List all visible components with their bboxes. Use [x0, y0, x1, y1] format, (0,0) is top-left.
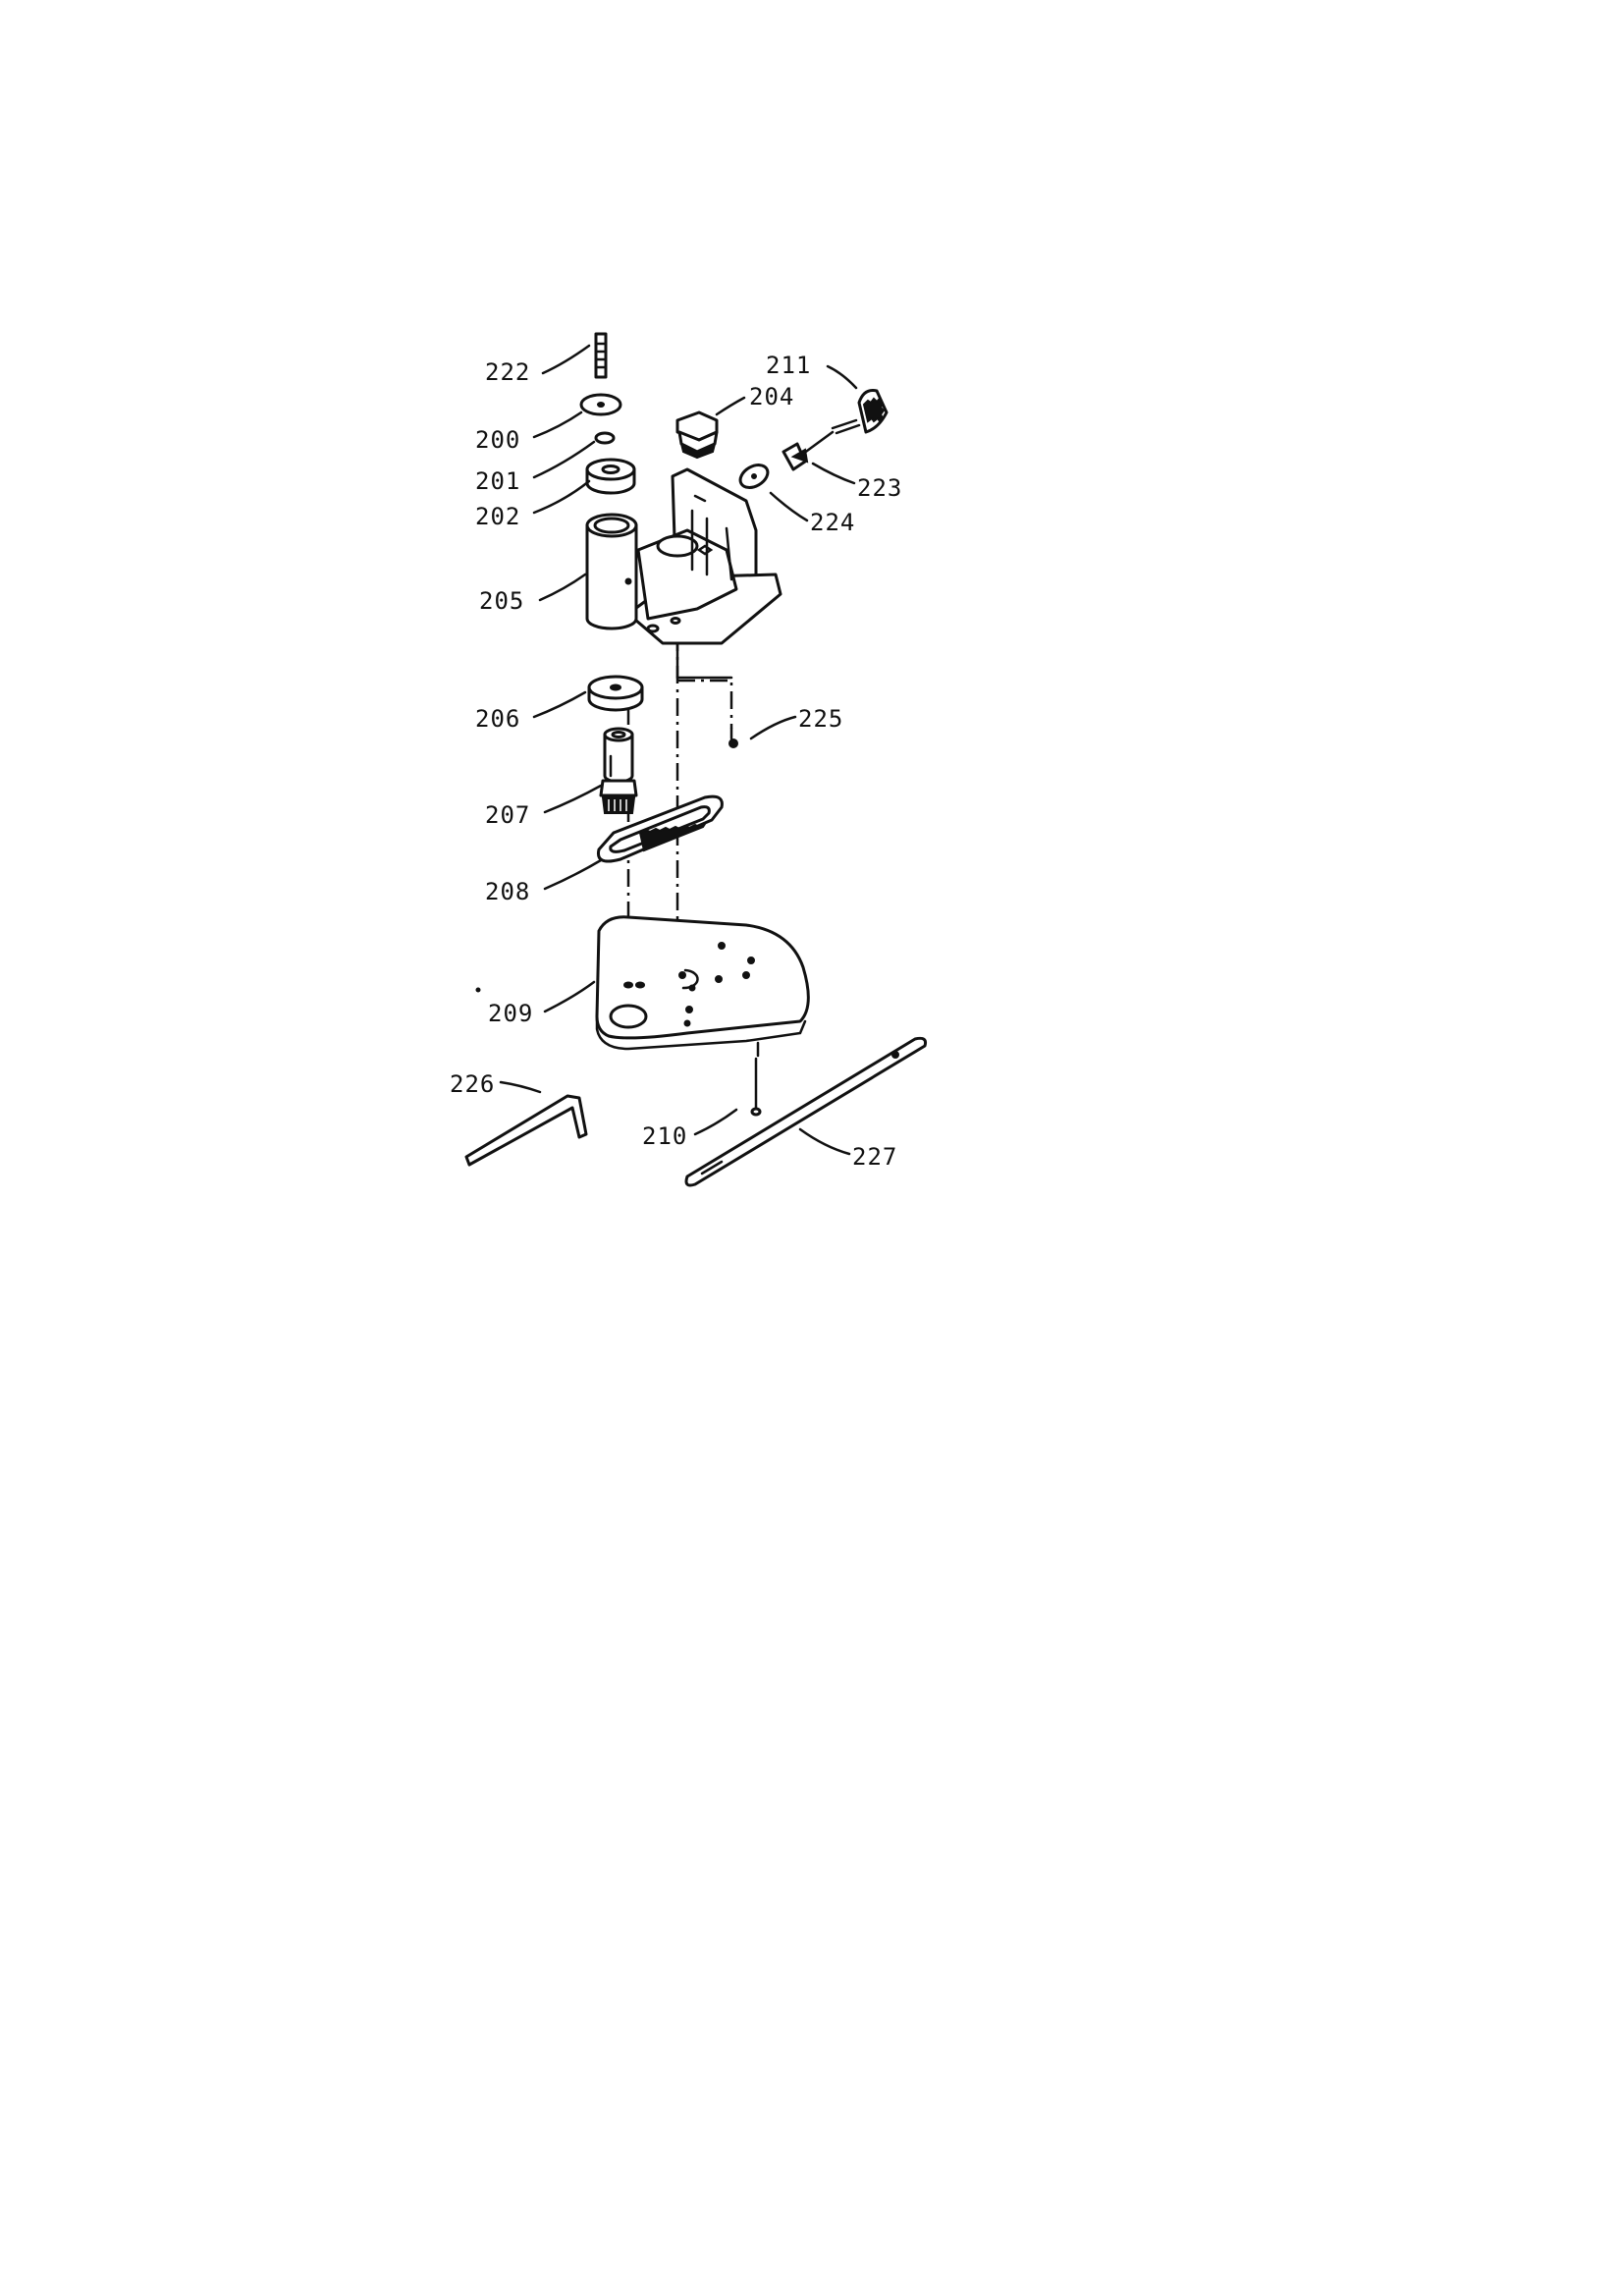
callout-200: 200 — [475, 426, 520, 454]
callout-211: 211 — [766, 352, 811, 379]
callout-201: 201 — [475, 467, 520, 495]
part-224-washer — [738, 464, 770, 489]
part-204-hex-nut — [675, 410, 719, 460]
part-205-bracket — [585, 467, 782, 680]
callout-208: 208 — [485, 878, 530, 905]
part-200-washer — [579, 393, 622, 416]
callout-227: 227 — [852, 1143, 897, 1171]
callout-206: 206 — [475, 705, 520, 733]
callout-223: 223 — [857, 474, 902, 502]
callout-224: 224 — [810, 509, 855, 536]
callout-204: 204 — [749, 383, 794, 410]
part-206-bushing — [587, 675, 644, 712]
part-207-spindle — [599, 727, 638, 814]
callout-225: 225 — [798, 705, 843, 733]
part-222-threaded-stud — [594, 332, 608, 379]
part-225-screw — [728, 727, 738, 748]
callout-222: 222 — [485, 358, 530, 386]
stray-mark — [475, 987, 481, 993]
part-223-pointer — [782, 430, 835, 471]
part-209-base-plate — [595, 915, 810, 1058]
callout-210: 210 — [642, 1122, 687, 1150]
part-211-knob — [831, 389, 889, 435]
callout-202: 202 — [475, 503, 520, 530]
part-208-belt — [596, 794, 724, 863]
part-201-ring — [594, 431, 616, 445]
leader-lines — [499, 344, 858, 1156]
part-227-flat-bar — [684, 1036, 927, 1187]
part-210-screw — [750, 1057, 762, 1117]
callout-205: 205 — [479, 587, 524, 615]
part-202-bushing — [585, 458, 636, 495]
callout-226: 226 — [450, 1070, 495, 1098]
callout-209: 209 — [488, 1000, 533, 1027]
callout-labels: 222 200 201 202 205 206 207 208 209 226 … — [450, 352, 902, 1171]
callout-207: 207 — [485, 801, 530, 829]
part-226-hex-key — [464, 1094, 588, 1167]
